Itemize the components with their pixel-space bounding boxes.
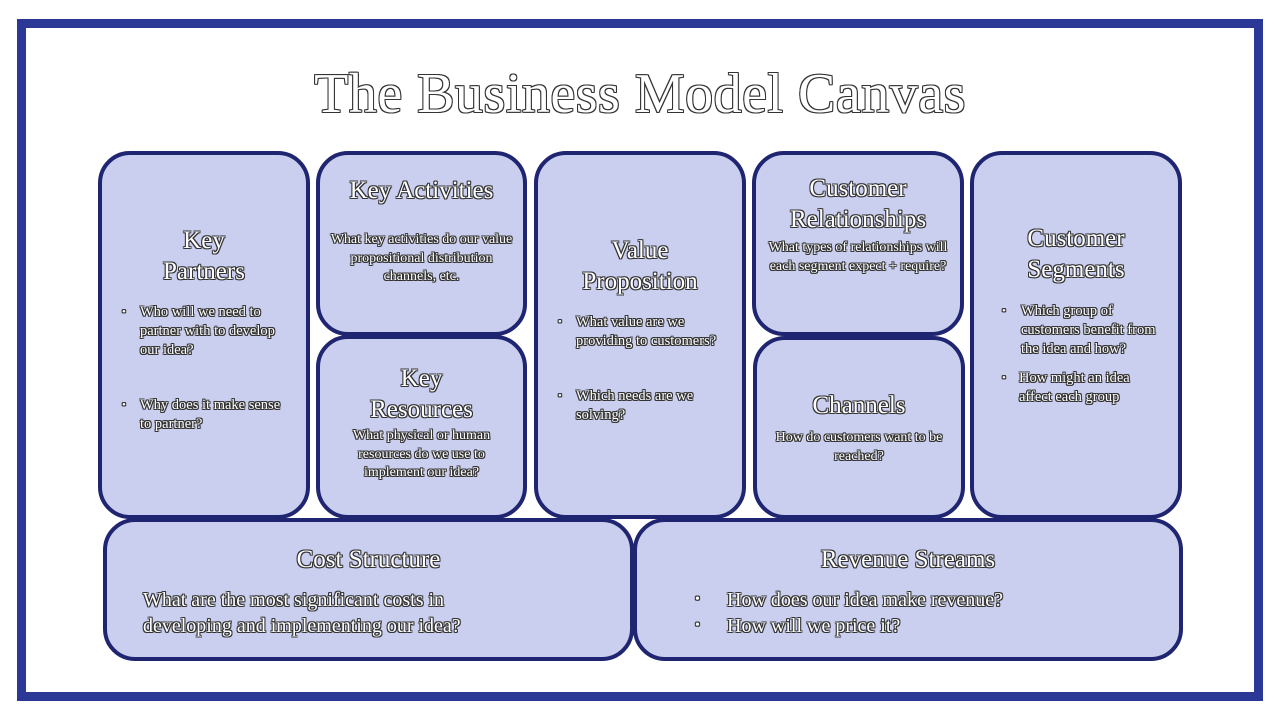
key-resources-text: What physical or human resources do we u… — [352, 428, 491, 480]
bullet-icon: • — [122, 399, 126, 411]
key-resources-title-line1: Key — [400, 365, 443, 392]
customer-segments-list: •Which group of customers benefit from t… — [974, 302, 1178, 407]
key-partners-list: •Who will we need to partner with to dev… — [102, 303, 306, 434]
revenue-streams-list: •How does our idea make revenue? •How wi… — [637, 587, 1179, 639]
channels-text: How do customers want to be reached? — [775, 430, 943, 464]
customer-relationships-title: Customer Relationships — [756, 173, 960, 235]
key-activities-title: Key Activities — [349, 177, 494, 204]
list-item: •Which group of customers benefit from t… — [1002, 303, 1156, 357]
key-partners-title-line1: Key — [183, 227, 225, 254]
key-resources-title: Key Resources — [320, 363, 523, 425]
customer-segments-box: Customer Segments •Which group of custom… — [970, 151, 1182, 519]
bullet-icon: • — [695, 618, 700, 633]
list-item: •Which needs are we solving? — [558, 388, 694, 423]
list-item: •How does our idea make revenue? — [695, 589, 1003, 611]
value-proposition-title-line2: Proposition — [582, 268, 698, 295]
value-proposition-title: Value Proposition — [538, 235, 742, 297]
cost-structure-box: Cost Structure What are the most signifi… — [103, 518, 634, 661]
customer-relationships-box: Customer Relationships What types of rel… — [752, 151, 964, 336]
channels-box: Channels How do customers want to be rea… — [753, 336, 965, 519]
list-item: •How will we price it? — [695, 615, 901, 637]
key-activities-box: Key Activities What key activities do ou… — [316, 151, 527, 336]
customer-segments-title-line2: Segments — [1027, 256, 1125, 283]
page-title: The Business Model Canvas — [314, 63, 966, 125]
bullet-icon: • — [1002, 372, 1006, 384]
key-partners-box: Key Partners •Who will we need to partne… — [98, 151, 310, 519]
value-proposition-title-line1: Value — [611, 237, 669, 264]
key-resources-title-line2: Resources — [370, 396, 473, 423]
key-resources-box: Key Resources What physical or human res… — [316, 335, 527, 519]
revenue-streams-title: Revenue Streams — [820, 546, 996, 573]
cost-structure-text: What are the most significant costs in d… — [143, 589, 461, 637]
customer-segments-title-line1: Customer — [1027, 225, 1125, 252]
customer-relationships-title-line1: Customer — [809, 175, 907, 202]
list-item: •What value are we providing to customer… — [558, 314, 717, 349]
list-item: •How might an idea affect each group — [1002, 370, 1130, 405]
bullet-icon: • — [558, 316, 562, 328]
bullet-icon: • — [1002, 305, 1006, 317]
customer-relationships-title-line2: Relationships — [789, 206, 927, 233]
value-proposition-list: •What value are we providing to customer… — [538, 313, 742, 425]
key-partners-title: Key Partners — [102, 225, 306, 287]
value-proposition-box: Value Proposition •What value are we pro… — [534, 151, 746, 519]
customer-relationships-text: What types of relationships will each se… — [768, 240, 948, 274]
revenue-streams-box: Revenue Streams •How does our idea make … — [633, 518, 1183, 661]
bullet-icon: • — [558, 390, 562, 402]
cost-structure-title: Cost Structure — [296, 546, 441, 573]
list-item: •Why does it make sense to partner? — [122, 397, 281, 432]
channels-title: Channels — [812, 392, 906, 419]
bullet-icon: • — [695, 592, 700, 607]
list-item: •Who will we need to partner with to dev… — [122, 304, 275, 358]
bullet-icon: • — [122, 306, 126, 318]
key-partners-title-line2: Partners — [163, 258, 245, 285]
customer-segments-title: Customer Segments — [974, 223, 1178, 285]
key-activities-text: What key activities do our value proposi… — [330, 232, 513, 284]
